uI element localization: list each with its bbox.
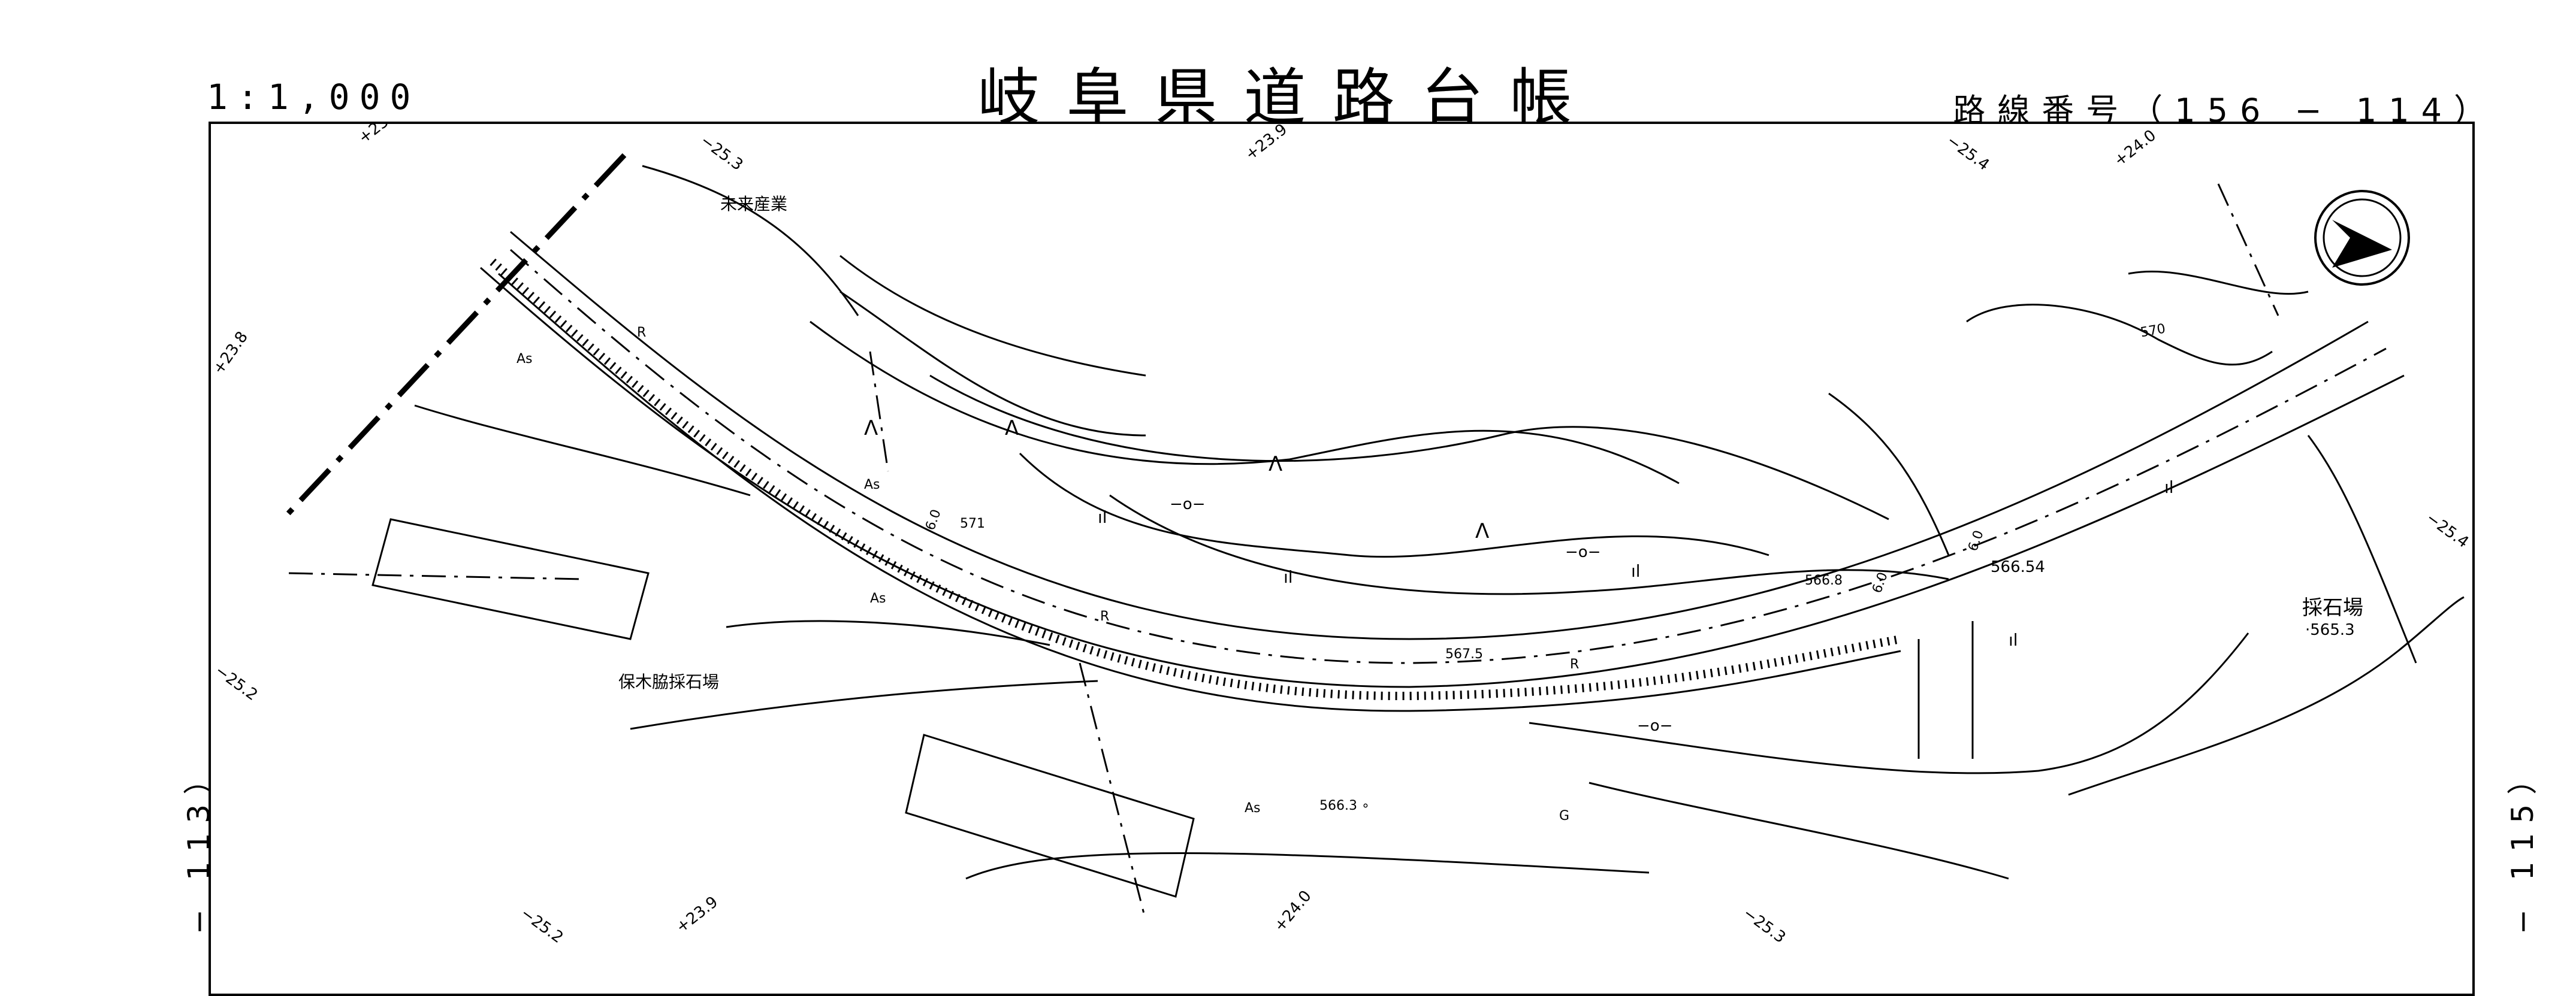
map-scale: 1:1,000 [207, 77, 421, 117]
surface-label: As [517, 352, 533, 367]
grassland-symbol-icon: ıl [1284, 567, 1293, 587]
utility-pole-icon: −o− [1637, 717, 1673, 735]
north-arrow-icon [2314, 190, 2410, 286]
map-linework [280, 153, 2465, 921]
surface-label: G [1559, 809, 1570, 824]
contour-570 [1966, 304, 2273, 366]
utility-pole-icon: −o− [1565, 543, 1601, 561]
place-label-quarry: 採石場 [2302, 596, 2363, 620]
contour-6 [1828, 392, 1950, 556]
surface-label: R [1100, 609, 1110, 624]
side-road [1917, 621, 1974, 759]
grassland-symbol-icon: ıl [2164, 477, 2174, 497]
next-sheet-ref: − 115） [2505, 755, 2540, 934]
wasteland-symbol-icon: Λ [1475, 519, 1490, 543]
contour-4 [1019, 452, 1769, 558]
wasteland-symbol-icon: Λ [1269, 452, 1283, 476]
elevation-label: 566.3 ∘ [1319, 798, 1370, 813]
elevation-label: 571 [960, 516, 985, 531]
boundary-line [280, 153, 627, 522]
contour-7 [2128, 270, 2309, 295]
grassland-symbol-icon: ıl [2009, 630, 2018, 650]
road-edge-south [480, 267, 2405, 688]
river-bank [630, 680, 1098, 730]
utility-pole-icon: −o− [1170, 495, 1206, 513]
surface-label: R [1570, 657, 1580, 672]
grassland-symbol-icon: ıl [1631, 561, 1641, 581]
map-sheet: { "sheet": { "title": "岐阜県道路台帳", "scale"… [182, 61, 2540, 996]
slope-north-1 [642, 165, 859, 316]
retaining-wall-edge [498, 273, 1901, 712]
left-slope [414, 404, 751, 497]
surface-label: As [864, 477, 880, 492]
elevation-label: 566.8 [1805, 573, 1843, 588]
lot-line-3 [869, 351, 889, 472]
contour-5 [1109, 494, 1949, 595]
elevation-label: 567.5 [1445, 647, 1483, 662]
quarry-edge [2068, 596, 2465, 796]
lot-line-1 [288, 572, 583, 580]
surface-label: As [870, 591, 886, 606]
lot-line-4 [2217, 183, 2279, 316]
grassland-symbol-icon: ıl [1098, 507, 1107, 527]
retaining-wall [490, 258, 1902, 701]
lot-line-2 [1079, 662, 1147, 921]
wasteland-symbol-icon: Λ [1005, 416, 1019, 440]
quarry-edge-2 [2307, 435, 2417, 664]
road-centerline [510, 249, 2387, 664]
road-edge-north [510, 231, 2369, 640]
place-label-hokiwaki: 保木脇採石場 [618, 672, 720, 692]
slope-south-1 [1529, 632, 2249, 774]
slope-north-2 [839, 255, 1146, 377]
contour-2 [810, 320, 1680, 485]
map-frame: +23.8 −25.3 +23.9 −25.4 +24.0 +23.8 −25.… [209, 122, 2475, 996]
wasteland-symbol-icon: Λ [864, 416, 878, 440]
quarry-elevation: ·565.3 [2305, 621, 2355, 639]
left-slope-2 [726, 620, 1050, 646]
surface-label: R [637, 325, 647, 340]
slope-south-2 [1589, 782, 2009, 880]
surface-label: As [1245, 801, 1261, 816]
contour-3 [929, 374, 1889, 520]
contour-1 [839, 290, 1146, 437]
building-1 [372, 518, 650, 640]
place-label-mirai: 未来産業 [720, 194, 788, 214]
elevation-label: 566.54 [1991, 558, 2045, 576]
south-road [965, 852, 1650, 880]
building-2 [905, 734, 1195, 898]
